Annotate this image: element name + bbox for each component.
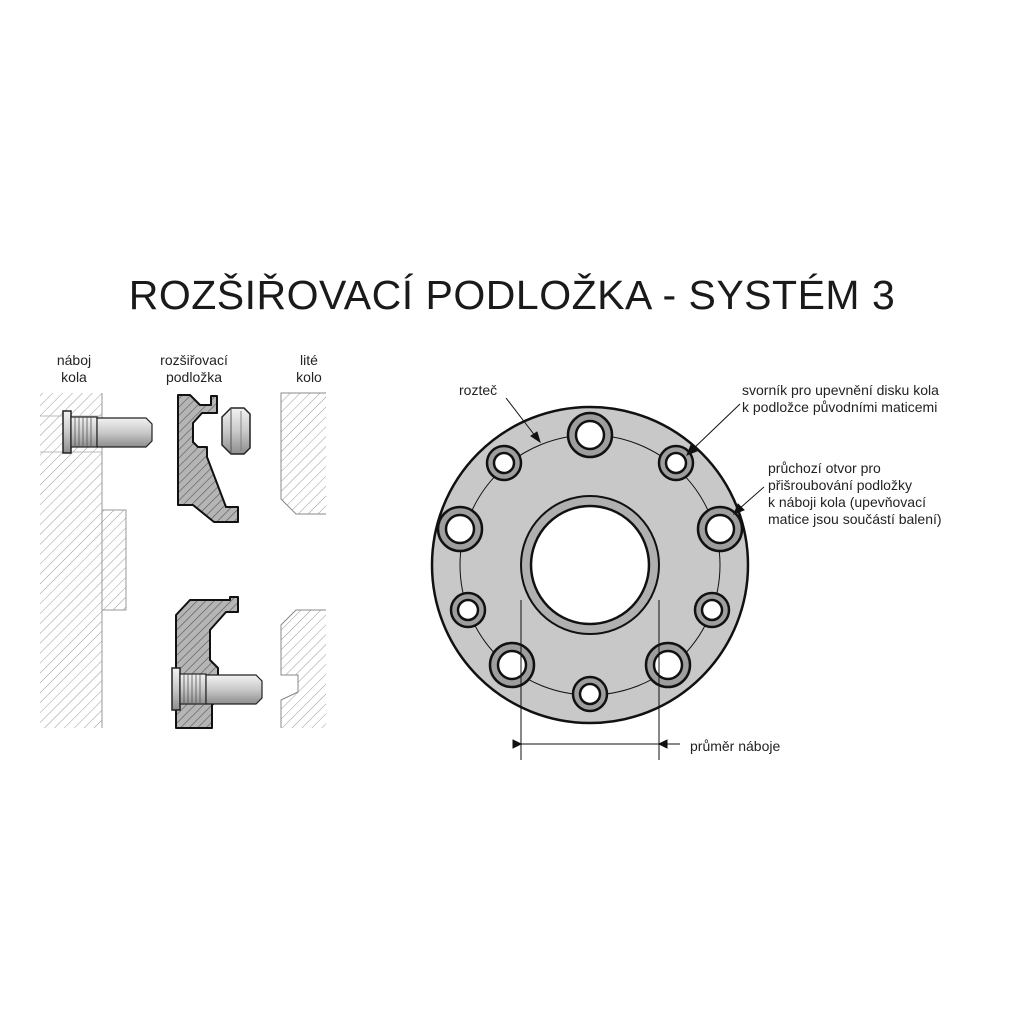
- hub-stud-bolt: [62, 410, 153, 454]
- lug-nut: [221, 407, 251, 455]
- label-stud: svorník pro upevnění disku kola k podlož…: [742, 382, 939, 416]
- label-stud-line-1: svorník pro upevnění disku kola: [742, 382, 939, 398]
- wheel-section-upper: [280, 392, 326, 515]
- label-through-hole-line-2: přišroubování podložky: [768, 477, 912, 493]
- label-wheel-line-2: kolo: [296, 369, 322, 385]
- center-bore: [529, 504, 651, 626]
- label-spacer-line-2: podložka: [165, 369, 223, 385]
- spacer-section-lower: [175, 596, 239, 729]
- label-hub-line-2: kola: [61, 369, 87, 385]
- label-through-hole-line-1: průchozí otvor pro: [768, 460, 881, 476]
- label-spacer: rozšiřovací podložka: [146, 352, 242, 386]
- label-through-hole: průchozí otvor pro přišroubování podložk…: [768, 460, 942, 528]
- label-through-hole-line-3: k náboji kola (upevňovací: [768, 494, 926, 510]
- label-through-hole-line-4: matice jsou součástí balení): [768, 511, 942, 527]
- spacer-plate-front-view: [430, 405, 750, 725]
- stud-holes-small: [449, 444, 731, 713]
- wheel-section-lower: [280, 609, 326, 728]
- label-stud-line-2: k podložce původními maticemi: [742, 399, 938, 415]
- label-pitch: rozteč: [459, 382, 498, 398]
- label-wheel: lité kolo: [286, 352, 332, 386]
- spacer-section-upper: [177, 394, 239, 523]
- hub-diameter-dimension: [512, 600, 680, 760]
- spacer-stud-bolt: [171, 667, 263, 711]
- label-hub-line-1: náboj: [56, 352, 92, 368]
- label-wheel-line-1: lité: [300, 352, 318, 368]
- leader-lines: [505, 397, 765, 515]
- label-hub: náboj kola: [48, 352, 100, 386]
- label-hub-diameter: průměr náboje: [690, 738, 781, 754]
- diagram-title: ROZŠIŘOVACÍ PODLOŽKA - SYSTÉM 3: [128, 272, 896, 318]
- label-spacer-line-1: rozšiřovací: [160, 352, 228, 368]
- through-holes-large: [436, 411, 744, 689]
